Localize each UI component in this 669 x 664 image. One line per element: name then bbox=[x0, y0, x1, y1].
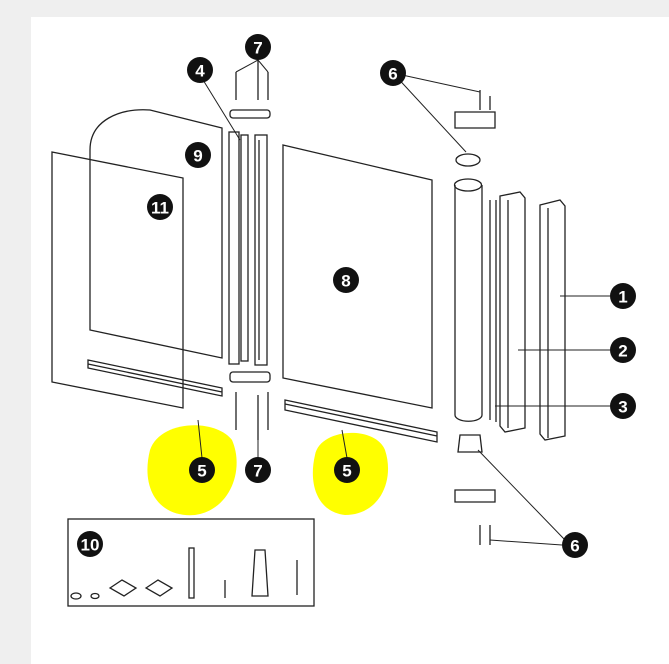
callout-badge bbox=[245, 457, 271, 483]
callout-fittings-kit: 10 bbox=[77, 531, 103, 557]
callout-pivot-top: 6 bbox=[380, 60, 406, 86]
callout-number: 6 bbox=[388, 65, 397, 84]
pivot-tube bbox=[454, 185, 483, 422]
callout-number: 10 bbox=[81, 536, 100, 555]
rear-glass-panel bbox=[51, 151, 184, 409]
callout-badge bbox=[610, 393, 636, 419]
callout-bottom-seal-right: 5 bbox=[334, 457, 360, 483]
callout-hinge-screws-top: 7 bbox=[245, 34, 271, 60]
callout-number: 8 bbox=[341, 272, 350, 291]
bottom-seal-right-part bbox=[284, 399, 438, 443]
callout-badge bbox=[77, 531, 103, 557]
adjust-profile-part bbox=[499, 191, 526, 433]
curved-glass-panel bbox=[89, 109, 223, 359]
callout-number: 1 bbox=[618, 288, 627, 307]
hinge-profile-left bbox=[228, 131, 240, 365]
callout-hinge-profile: 4 bbox=[187, 57, 213, 83]
callout-badge bbox=[187, 57, 213, 83]
callout-badge bbox=[185, 142, 211, 168]
hinge-profile-right bbox=[254, 134, 268, 366]
callout-badge bbox=[147, 194, 173, 220]
callout-badge bbox=[380, 60, 406, 86]
callout-number: 9 bbox=[193, 147, 202, 166]
callout-number: 6 bbox=[570, 537, 579, 556]
callout-rear-glass-panel: 11 bbox=[147, 194, 173, 220]
fixed-glass-panel-part bbox=[282, 144, 433, 409]
callout-fixed-glass-panel: 8 bbox=[333, 267, 359, 293]
callout-badge bbox=[245, 34, 271, 60]
callout-number: 3 bbox=[618, 398, 627, 417]
callout-number: 5 bbox=[197, 462, 206, 481]
callout-bottom-seal-left: 5 bbox=[189, 457, 215, 483]
callout-number: 5 bbox=[342, 462, 351, 481]
wall-profile-part bbox=[539, 199, 566, 441]
callout-curved-glass-panel: 9 bbox=[185, 142, 211, 168]
seal-strip-part bbox=[489, 200, 497, 422]
callout-badge bbox=[562, 532, 588, 558]
callout-number: 7 bbox=[253, 462, 262, 481]
callout-badge bbox=[610, 337, 636, 363]
fittings-kit bbox=[67, 518, 315, 607]
callout-badge bbox=[189, 457, 215, 483]
callout-badge bbox=[610, 283, 636, 309]
callout-badge bbox=[334, 457, 360, 483]
callout-number: 4 bbox=[195, 62, 205, 81]
callout-number: 11 bbox=[151, 199, 169, 218]
callout-wall-profile: 1 bbox=[610, 283, 636, 309]
bottom-seal-left-part bbox=[87, 359, 223, 397]
callout-number: 2 bbox=[618, 342, 627, 361]
callout-seal-strip: 3 bbox=[610, 393, 636, 419]
callout-pivot-bottom: 6 bbox=[562, 532, 588, 558]
callout-hinge-screws-bottom: 7 bbox=[245, 457, 271, 483]
callout-badge bbox=[333, 267, 359, 293]
callout-adjust-profile: 2 bbox=[610, 337, 636, 363]
callout-number: 7 bbox=[253, 39, 262, 58]
